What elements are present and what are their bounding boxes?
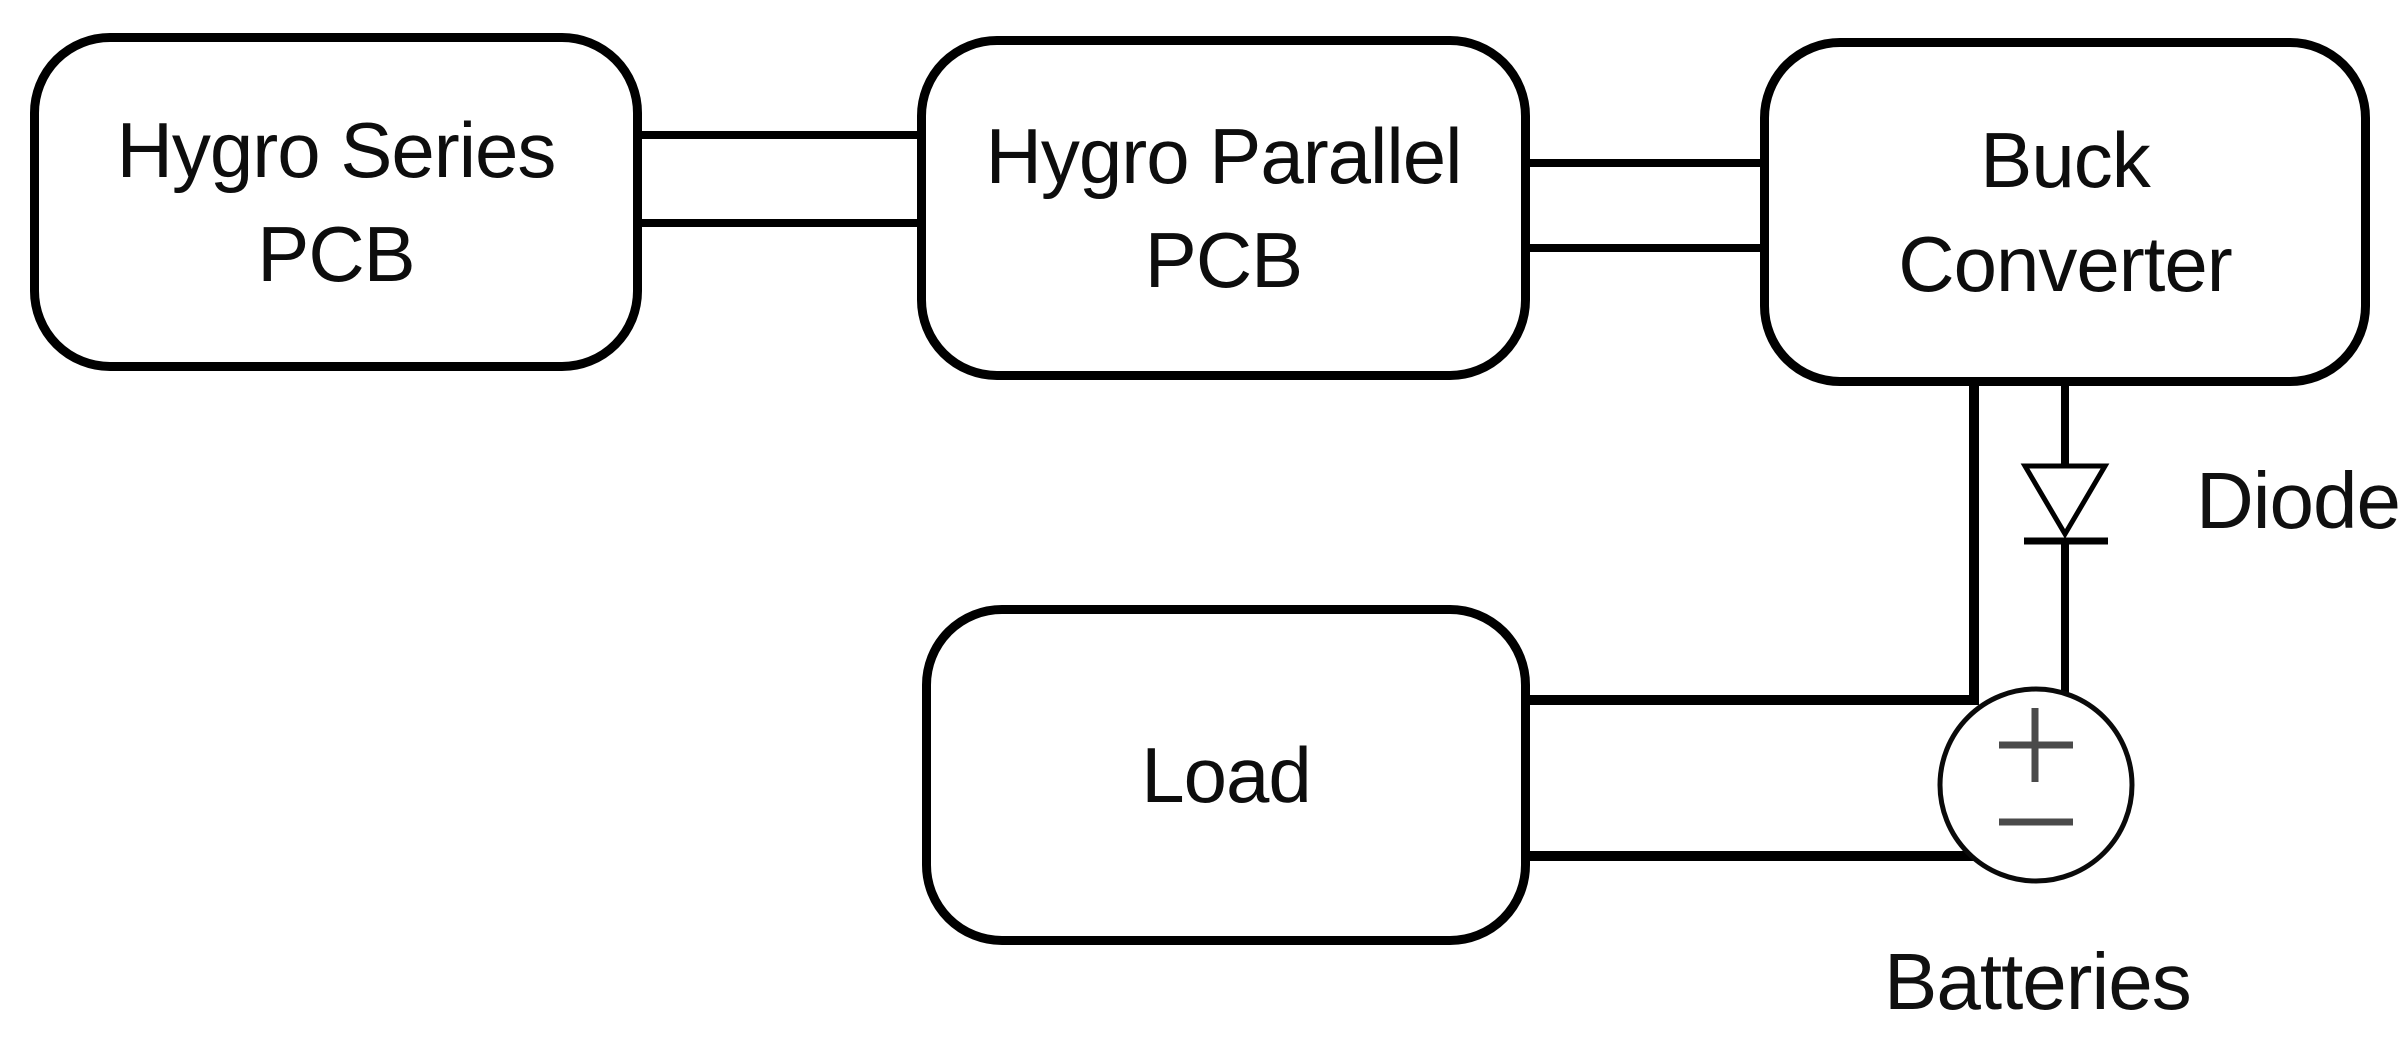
wire-buck-to-diode [2061, 382, 2069, 468]
wire-load-to-battery-bottom [1526, 851, 1975, 861]
hygro-series-pcb-label: Hygro Series PCB [116, 106, 557, 298]
hygro-parallel-pcb-label: Hygro Parallel PCB [985, 112, 1463, 304]
diode-icon [2020, 463, 2110, 539]
block-load: Load [922, 605, 1530, 945]
wire-diode-to-battery [2061, 540, 2069, 700]
buck-converter-label: Buck Converter [1898, 116, 2232, 308]
wire-parallel-to-buck-bottom [1526, 244, 1764, 252]
block-buck-converter: Buck Converter [1760, 38, 2370, 386]
load-label: Load [1141, 731, 1312, 819]
diode-annotation: Diode [2196, 456, 2401, 545]
batteries-annotation: Batteries [1884, 937, 2192, 1026]
wire-series-to-parallel-top [638, 131, 922, 139]
block-hygro-series-pcb: Hygro Series PCB [30, 33, 642, 371]
wire-series-to-parallel-bottom [638, 219, 922, 227]
block-hygro-parallel-pcb: Hygro Parallel PCB [917, 36, 1530, 380]
wire-node-to-load-top [1526, 695, 1979, 705]
wire-buck-down-to-node [1969, 382, 1979, 705]
wire-parallel-to-buck-top [1526, 159, 1764, 167]
